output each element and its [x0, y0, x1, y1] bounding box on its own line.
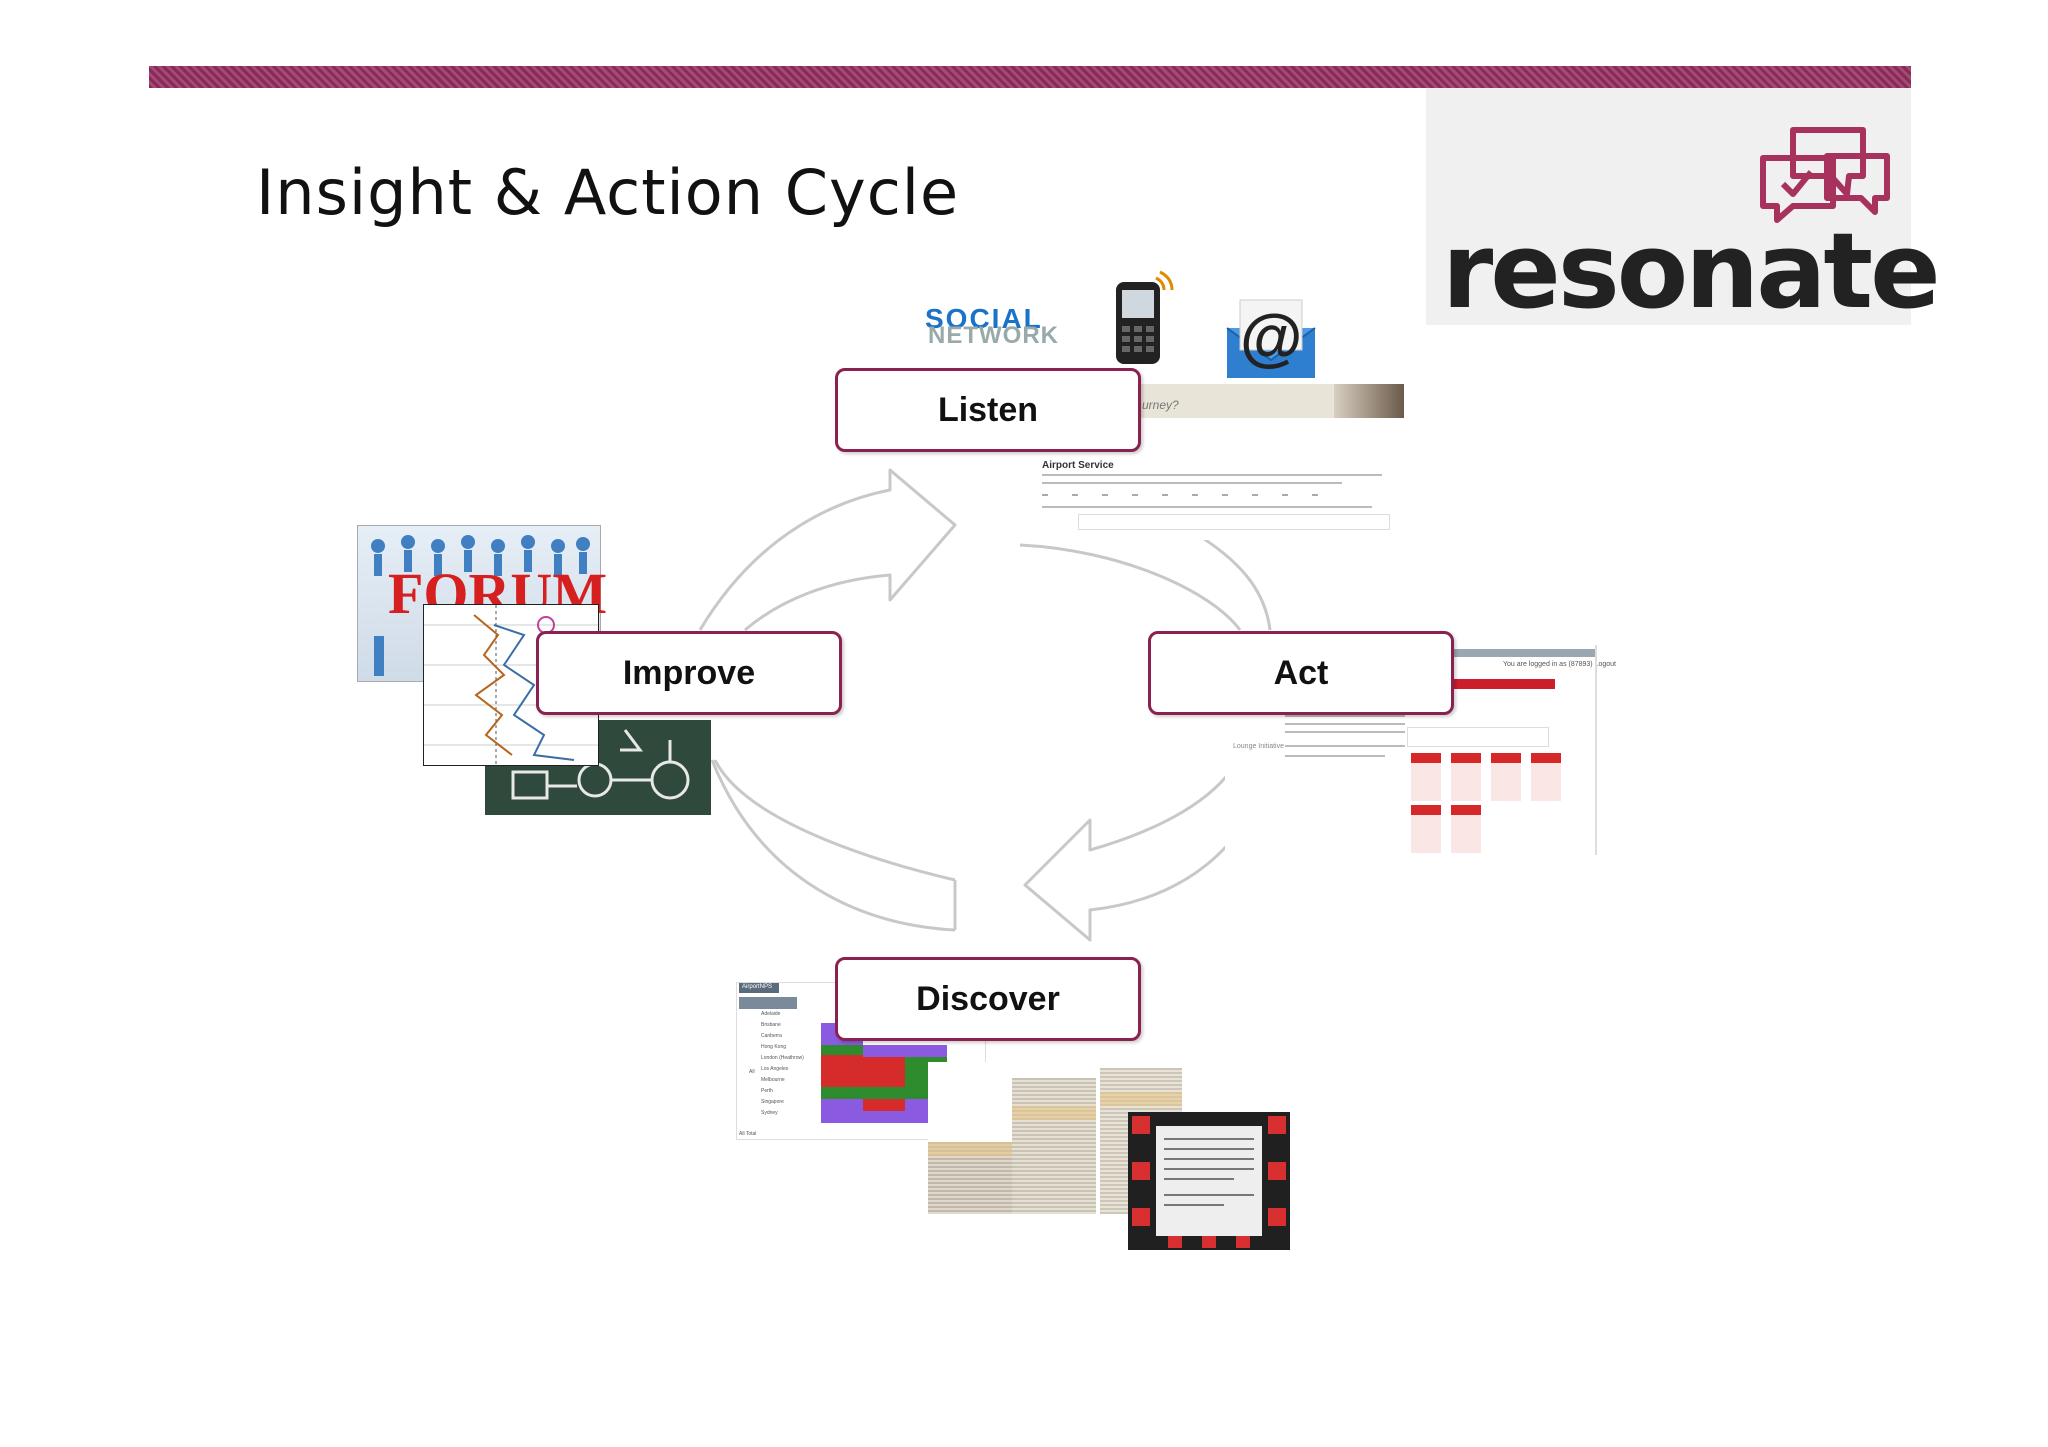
table-side-label: All	[749, 1069, 755, 1075]
survey-heading: Airport Service	[1042, 460, 1114, 471]
arrow-improve-to-listen	[698, 468, 957, 632]
arrow-discover-to-improve	[710, 759, 957, 932]
portal-login-status: You are logged in as (87893) Logout	[1503, 661, 1616, 668]
social-network-logo-subtext: NETWORK	[928, 322, 1059, 349]
survey-banner: urney?	[1140, 384, 1404, 418]
table-city-column: Adelaide Brisbane Canberra Hong Kong Lon…	[761, 1011, 804, 1116]
forum-people-icons	[371, 535, 590, 676]
stage-listen: Listen	[835, 368, 1141, 452]
social-network-logo: SOCIAL	[925, 303, 1043, 334]
portal-card	[1411, 753, 1441, 801]
survey-banner-photo	[1334, 384, 1404, 418]
mobile-phone-icon	[1116, 270, 1174, 364]
portal-card	[1451, 753, 1481, 801]
email-envelope-icon	[1226, 299, 1316, 378]
email-at-symbol: @	[1240, 301, 1303, 373]
table-total-label: All Total	[739, 1131, 757, 1137]
stage-improve: Improve	[536, 631, 842, 715]
table-header: AirportNPS	[742, 984, 773, 990]
portal-card	[1451, 805, 1481, 853]
logo-wordmark: resonate	[1442, 210, 1941, 332]
survey-form-thumbnail: Airport Service	[1022, 458, 1394, 540]
portal-side-label: Lounge Initiative	[1233, 743, 1284, 750]
survey-banner-text: urney?	[1142, 398, 1179, 412]
arrow-listen-to-act	[1019, 528, 1272, 631]
portal-card	[1491, 753, 1521, 801]
portal-red-banner	[1445, 679, 1555, 689]
portal-card	[1411, 805, 1441, 853]
chat-bubbles-icon	[1760, 127, 1890, 223]
portal-card	[1531, 753, 1561, 801]
slide-title: Insight & Action Cycle	[256, 156, 960, 229]
header-bar	[149, 66, 1911, 88]
stage-discover: Discover	[835, 957, 1141, 1041]
portal-nav-bar	[1445, 649, 1597, 657]
mobile-app-grid-thumbnail	[1128, 1112, 1290, 1250]
stage-act: Act	[1148, 631, 1454, 715]
